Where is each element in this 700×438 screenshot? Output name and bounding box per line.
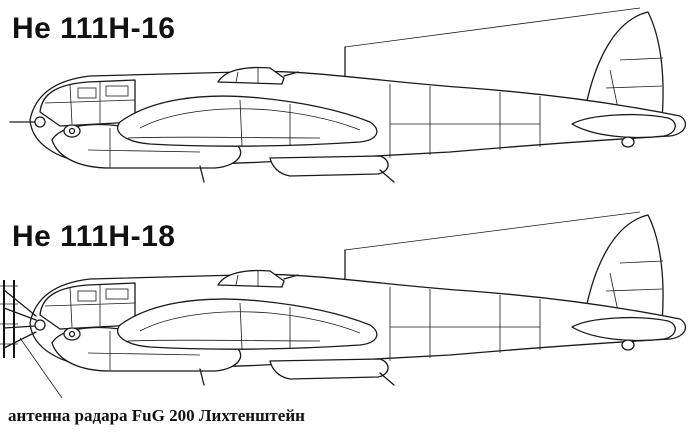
aircraft-outline — [9, 7, 687, 183]
caption-leader-line — [19, 337, 63, 399]
aircraft-outline — [0, 211, 687, 399]
radar-antenna-caption: антенна радара FuG 200 Лихтенштейн — [8, 406, 305, 425]
he111-h18-side-view — [0, 211, 687, 399]
drawing-title-h16: He 111H-16 — [12, 12, 176, 45]
drawing-title-h18: He 111H-18 — [12, 220, 176, 253]
radar-antenna — [0, 280, 37, 358]
he111-h16-side-view — [9, 7, 687, 183]
